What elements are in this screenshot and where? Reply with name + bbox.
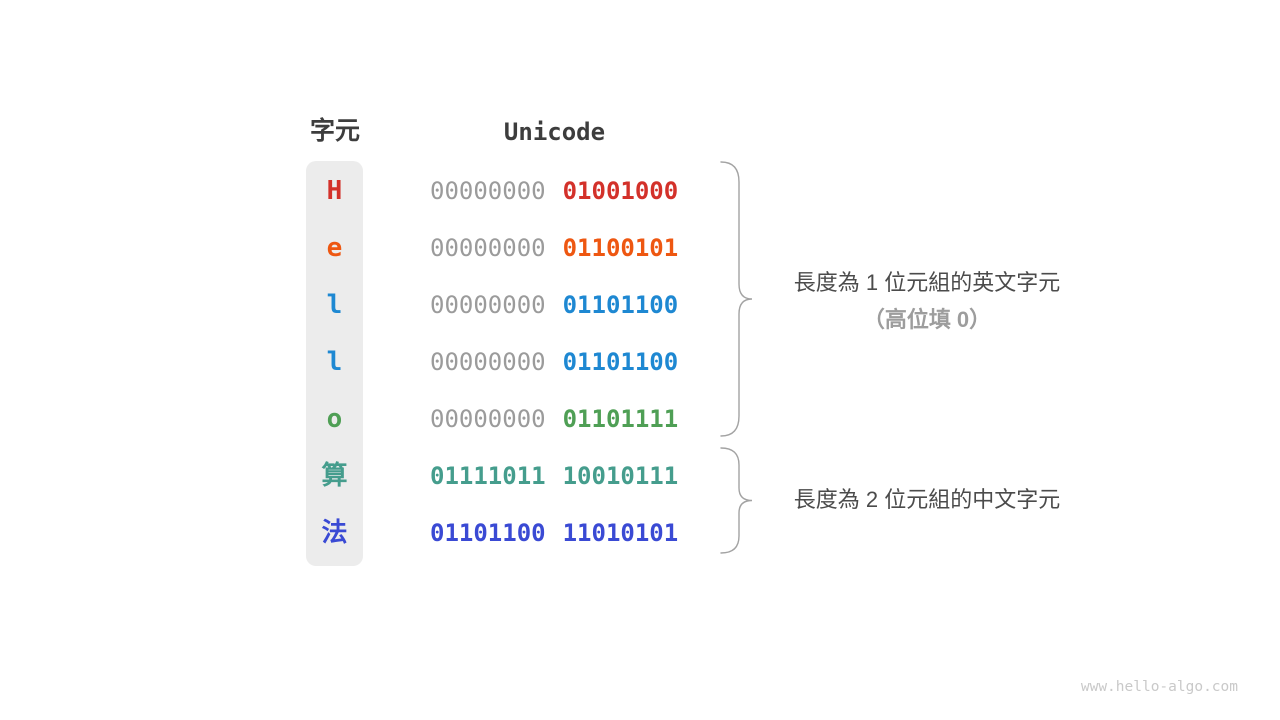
character-cell: l	[326, 290, 343, 320]
column-header-character: 字元	[309, 117, 360, 145]
curly-brace-english	[720, 161, 753, 437]
annotation-english-line2: （高位填 0）	[862, 307, 992, 332]
character-cell: o	[326, 404, 343, 434]
high-byte: 00000000	[430, 234, 546, 262]
table-row: e 00000000 01100101	[0, 220, 1280, 277]
unicode-bits: 01101100 11010101	[430, 505, 678, 562]
unicode-bits: 00000000 01101100	[430, 277, 678, 334]
low-byte: 11010101	[562, 519, 679, 547]
unicode-bits: 01111011 10010111	[430, 448, 678, 505]
low-byte: 01101100	[562, 291, 679, 319]
watermark: www.hello-algo.com	[1080, 679, 1238, 695]
low-byte: 10010111	[562, 462, 679, 490]
unicode-bits: 00000000 01101111	[430, 391, 678, 448]
high-byte: 00000000	[430, 348, 546, 376]
table-row: 算 01111011 10010111	[0, 448, 1280, 505]
annotation-chinese-line1: 長度為 2 位元組的中文字元	[793, 487, 1061, 512]
low-byte: 01001000	[562, 177, 679, 205]
character-cell: l	[326, 347, 343, 377]
character-cell: e	[326, 233, 343, 263]
low-byte: 01101100	[562, 348, 679, 376]
unicode-bits: 00000000 01101100	[430, 334, 678, 391]
character-cell: 法	[321, 518, 348, 548]
table-row: 法 01101100 11010101	[0, 505, 1280, 562]
high-byte: 00000000	[430, 177, 546, 205]
unicode-bits: 00000000 01100101	[430, 220, 678, 277]
high-byte: 00000000	[430, 405, 546, 433]
low-byte: 01100101	[562, 234, 679, 262]
high-byte: 01111011	[430, 462, 546, 490]
curly-brace-chinese	[720, 447, 753, 554]
annotation-english-line1: 長度為 1 位元組的英文字元	[793, 270, 1061, 295]
annotation-chinese-chars: 長度為 2 位元組的中文字元	[747, 485, 1107, 515]
character-cell: 算	[321, 461, 348, 491]
table-row: H 00000000 01001000	[0, 163, 1280, 220]
unicode-bits: 00000000 01001000	[430, 163, 678, 220]
character-cell: H	[326, 176, 343, 206]
low-byte: 01101111	[562, 405, 679, 433]
high-byte: 01101100	[430, 519, 546, 547]
table-row: l 00000000 01101100	[0, 277, 1280, 334]
high-byte: 00000000	[430, 291, 546, 319]
curly-brace-group	[720, 161, 753, 554]
column-header-unicode: Unicode	[503, 118, 606, 146]
character-column-background	[306, 161, 363, 566]
table-row: o 00000000 01101111	[0, 391, 1280, 448]
table-row: l 00000000 01101100	[0, 334, 1280, 391]
annotation-english-chars: 長度為 1 位元組的英文字元 （高位填 0）	[747, 268, 1107, 335]
